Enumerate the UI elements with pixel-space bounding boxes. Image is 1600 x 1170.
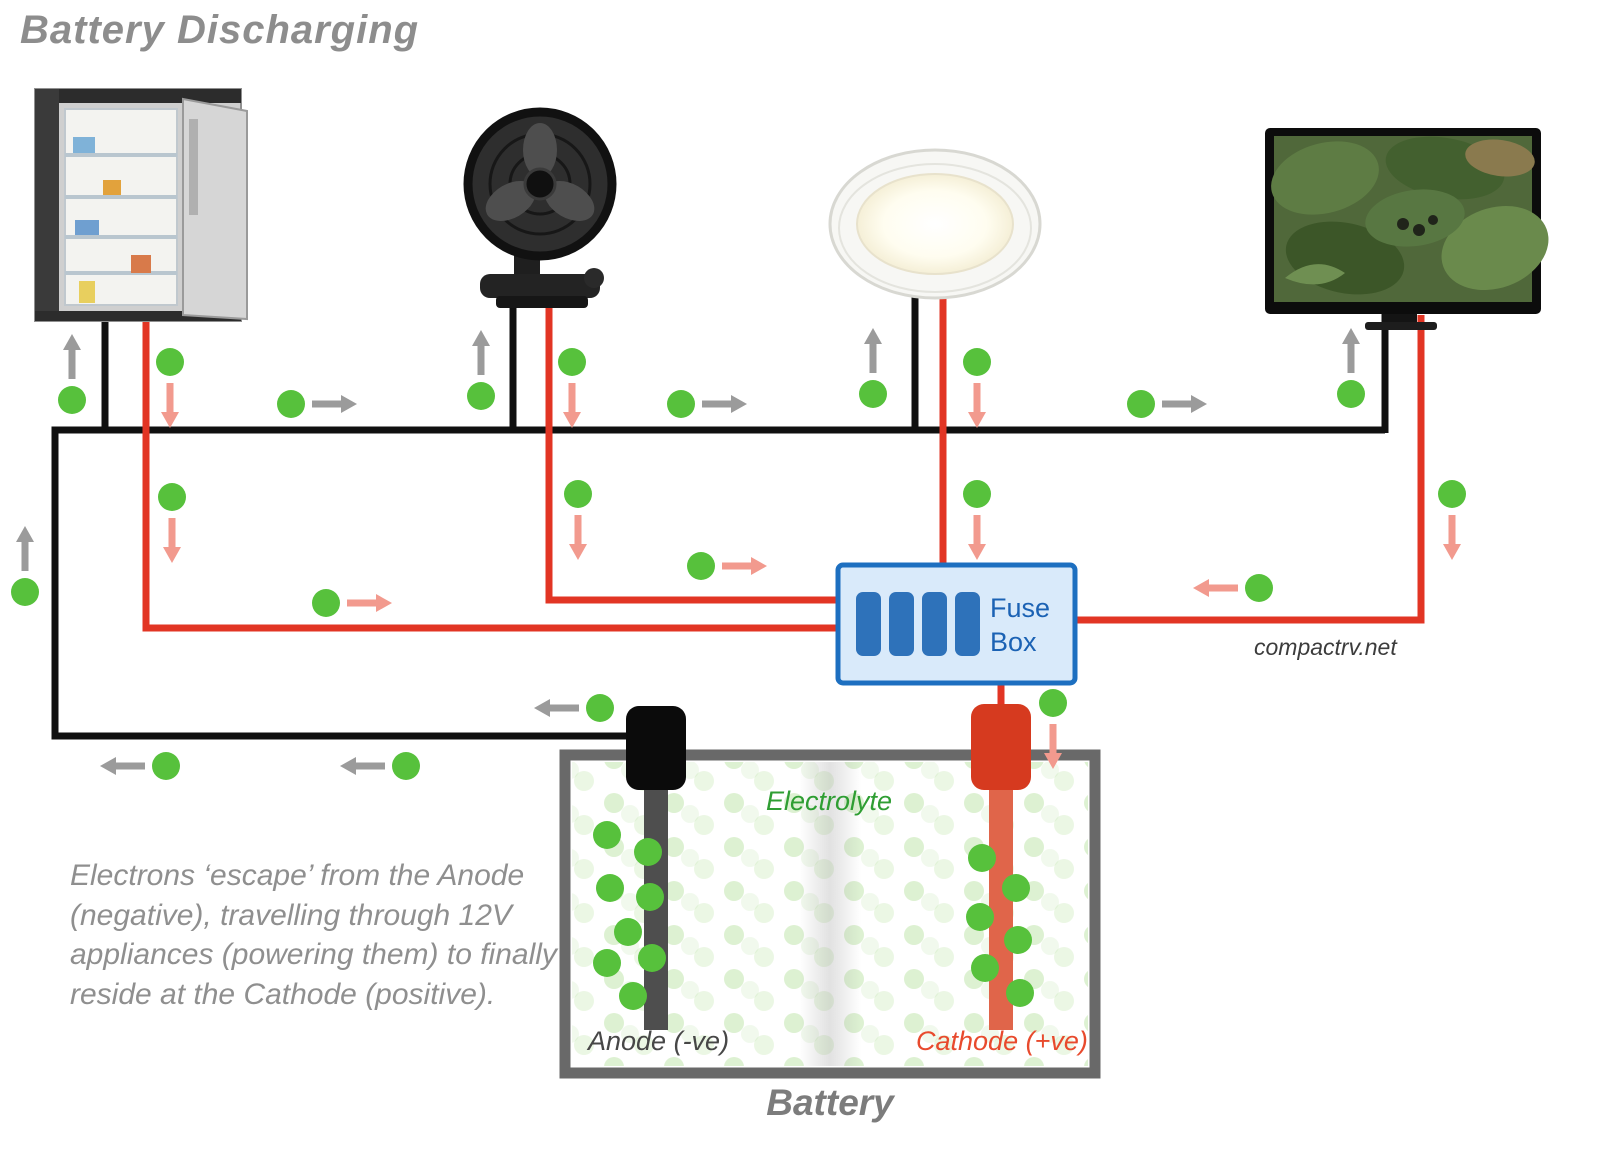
electron-dot — [593, 821, 621, 849]
electron-with-arrow — [312, 589, 392, 617]
anode-terminal — [626, 706, 686, 790]
electron-with-arrow — [859, 328, 887, 408]
electron-with-arrow — [1438, 480, 1466, 560]
electron-dot — [634, 838, 662, 866]
electron-with-arrow — [667, 390, 747, 418]
tv-image — [1265, 128, 1549, 330]
cathode-terminal — [971, 704, 1031, 790]
electron-dot — [593, 949, 621, 977]
electron-dot — [966, 903, 994, 931]
electron-dot — [1006, 979, 1034, 1007]
electron-with-arrow — [58, 334, 86, 414]
fan-image — [463, 107, 617, 308]
electron-with-arrow — [156, 348, 184, 428]
electron-dot — [968, 844, 996, 872]
refrigerator-image — [34, 88, 248, 322]
tv-screen-image — [1271, 136, 1549, 295]
anode-label: Anode (-ve) — [588, 1026, 730, 1056]
explanation-text: Electrons ‘escape’ from the Anode (negat… — [70, 859, 557, 1011]
electron-with-arrow — [467, 330, 495, 410]
electron-with-arrow — [558, 348, 586, 428]
fuse-icons — [856, 592, 980, 656]
negative-wire — [51, 294, 1389, 740]
electrolyte-label: Electrolyte — [766, 786, 893, 816]
electron-with-arrow — [100, 752, 180, 780]
electron-dot — [614, 918, 642, 946]
electron-dot — [1004, 926, 1032, 954]
electron-with-arrow — [1039, 689, 1067, 769]
electron-dot — [596, 874, 624, 902]
electron-dot — [638, 944, 666, 972]
electron-with-arrow — [1337, 328, 1365, 408]
electron-flow-layer — [11, 328, 1466, 1010]
ceiling-light-image — [828, 148, 1042, 300]
electron-with-arrow — [277, 390, 357, 418]
watermark: compactrv.net — [1254, 634, 1397, 660]
electron-dot — [971, 954, 999, 982]
electron-with-arrow — [963, 348, 991, 428]
electron-with-arrow — [564, 480, 592, 560]
electron-dot — [1002, 874, 1030, 902]
diagram-title: Battery Discharging — [20, 8, 420, 52]
electron-with-arrow — [1193, 574, 1273, 602]
electron-with-arrow — [534, 694, 614, 722]
battery — [559, 704, 1101, 1079]
electron-with-arrow — [687, 552, 767, 580]
electron-with-arrow — [1127, 390, 1207, 418]
electron-dot — [636, 883, 664, 911]
electron-with-arrow — [340, 752, 420, 780]
electron-with-arrow — [158, 483, 186, 563]
battery-label: Battery — [766, 1082, 894, 1123]
cathode-label: Cathode (+ve) — [916, 1026, 1088, 1056]
positive-wire — [142, 294, 1425, 714]
electron-with-arrow — [11, 526, 39, 606]
electron-dot — [619, 982, 647, 1010]
electron-with-arrow — [963, 480, 991, 560]
fuse-box-label: Fuse Box — [990, 593, 1051, 657]
fuse-box — [835, 562, 1078, 686]
